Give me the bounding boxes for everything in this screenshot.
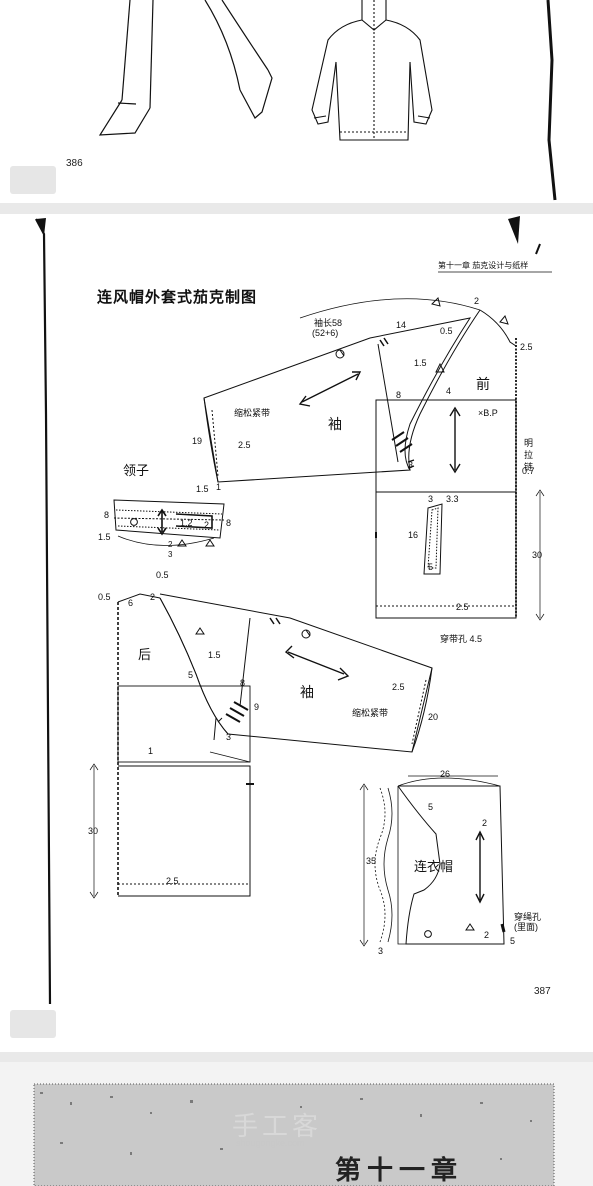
dim: 2.5	[392, 682, 405, 692]
dim: 35	[366, 856, 377, 866]
dim: 0.5	[440, 326, 453, 336]
pattern-diagram	[35, 216, 552, 1005]
hood	[359, 775, 506, 947]
dim: 0.5	[98, 592, 111, 602]
dim: 3	[408, 460, 414, 470]
page-387: 第十一章 茄克设计与纸样 连风帽外套式茄克制图 袖长58 (52+6) 缩松紧带…	[0, 214, 593, 1052]
dim: 2	[474, 296, 480, 306]
dim: 5	[510, 936, 516, 946]
dim: 19	[192, 436, 203, 446]
watermark-url: shougongke.com	[236, 1138, 305, 1148]
dim: 4	[446, 386, 452, 396]
label-sleeve-length: 袖长58	[314, 318, 343, 328]
label-zipper-3: 链	[524, 462, 534, 472]
label-zipper-2: 拉	[524, 450, 534, 460]
dim: 0.5	[156, 570, 169, 580]
dim: 1	[148, 746, 154, 756]
label-elastic-back: 缩松紧带	[352, 708, 389, 718]
dim: 3.3	[446, 494, 459, 504]
page-number: 387	[534, 986, 551, 997]
dim: 2.5	[520, 342, 533, 352]
dim: 1.5	[414, 358, 427, 368]
dim: 3	[428, 494, 434, 504]
dim: 1.2	[180, 518, 193, 528]
label-back: 后	[138, 647, 152, 662]
dim: 2	[150, 592, 156, 602]
dim: 2	[482, 818, 488, 828]
label-elastic-front: 缩松紧带	[234, 408, 271, 418]
label-bp-text: B.P	[483, 408, 498, 418]
watermark-logo: 手工客	[232, 1111, 323, 1141]
dim: 1.5	[98, 532, 111, 542]
dim: 1.5	[208, 650, 221, 660]
front-bodice	[375, 309, 545, 621]
page-386: 386	[0, 0, 593, 203]
page-next: 手工客 shougongke.com 第十一章	[0, 1062, 593, 1186]
dim: 1.5	[196, 484, 209, 494]
label-hood: 连衣帽	[414, 859, 454, 874]
page-number: 386	[66, 158, 83, 169]
dim: 14	[396, 320, 407, 330]
label-sleeve-back: 袖	[300, 684, 314, 700]
dim: 5	[428, 562, 434, 572]
dim: 8	[104, 510, 110, 520]
label-bp: ×B.P	[478, 408, 498, 418]
dim: 2	[204, 520, 210, 530]
back-sleeve	[159, 593, 433, 753]
dim: 6	[128, 598, 134, 608]
dim: 8	[240, 678, 246, 688]
label-zipper-1: 明	[524, 438, 534, 448]
diagram-labels: 袖长58 (52+6) 缩松紧带 袖 前 ×B.P 明 拉 链 领子 后 袖 缩…	[0, 214, 593, 1052]
diagram-title: 连风帽外套式茄克制图	[97, 289, 258, 306]
label-collar-fraction-num: 2	[168, 540, 173, 549]
dim: 2	[484, 930, 490, 940]
dim: 3	[226, 732, 232, 742]
label-collar: 领子	[123, 463, 150, 478]
dim: 8	[226, 518, 232, 528]
dim: 9	[254, 702, 260, 712]
dim: 20	[428, 712, 439, 722]
label-front: 前	[476, 376, 490, 392]
label-collar-fraction-den: 3	[168, 550, 173, 559]
front-sleeve	[203, 297, 509, 483]
dim: 2.5	[456, 602, 469, 612]
dim: 2.5	[166, 876, 179, 886]
chapter-header: 第十一章 茄克设计与纸样	[438, 261, 529, 270]
page-tab	[10, 1010, 56, 1038]
label-hood-drawstring-1: 穿绳孔	[514, 912, 542, 922]
dim: 3	[378, 946, 384, 956]
chapter-heading: 第十一章	[335, 1155, 464, 1185]
dim: 30	[532, 550, 543, 560]
dim: 1	[216, 482, 222, 492]
garment-illustration	[98, 0, 593, 203]
dim: 5	[188, 670, 194, 680]
label-sleeve-formula: (52+6)	[312, 328, 339, 338]
collar	[113, 499, 225, 547]
dim: 8	[396, 390, 402, 400]
dim: 5	[428, 802, 434, 812]
dim: 30	[88, 826, 99, 836]
page-tab	[10, 166, 56, 194]
dim: 26	[440, 769, 451, 779]
scanned-texture	[33, 1083, 555, 1186]
label-drawstring-hole: 穿带孔 4.5	[440, 634, 483, 644]
label-sleeve-front: 袖	[328, 416, 342, 432]
dim: 16	[408, 530, 419, 540]
dim: 2.5	[238, 440, 251, 450]
label-hood-drawstring-2: (里面)	[514, 922, 538, 932]
dim: 0.7	[522, 466, 535, 476]
